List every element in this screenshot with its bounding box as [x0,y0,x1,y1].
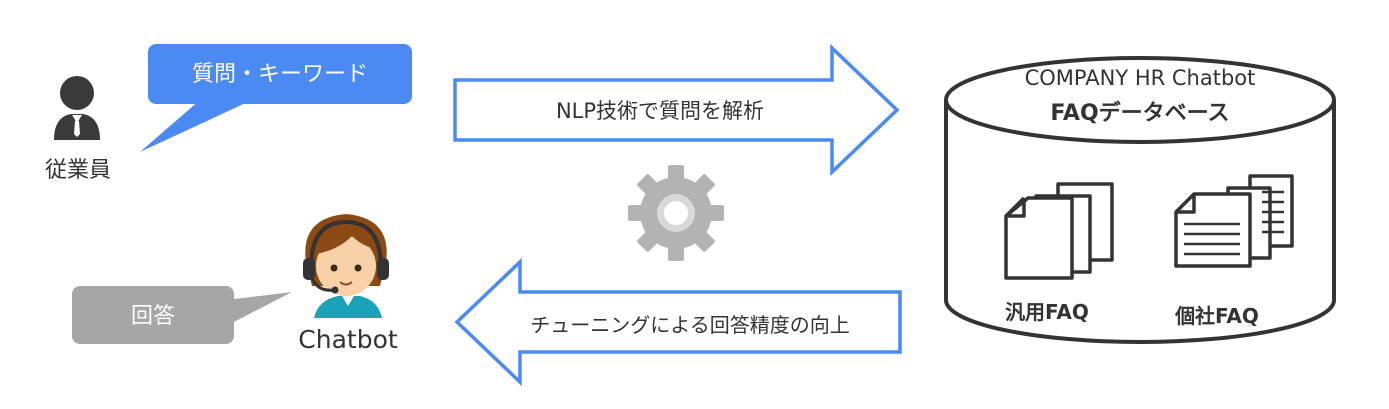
database-title: COMPANY HR Chatbot [1024,66,1256,90]
answer-bubble-text: 回答 [130,304,175,329]
operator-headset-icon [303,214,389,318]
general-faq-label: 汎用FAQ [1005,300,1089,324]
tuning-arrow-shape [454,257,902,387]
blank-documents-icon [1004,182,1114,280]
query-bubble-text: 質問・キーワード [191,62,368,87]
database-subtitle: FAQデータベース [1050,101,1230,126]
answer-bubble-shape [72,286,292,344]
text-documents-icon [1174,174,1294,268]
gear-icon [628,165,724,261]
database-cylinder [944,56,1336,344]
nlp-arrow-shape [453,43,900,177]
person-icon [54,76,100,140]
employee-label: 従業員 [44,158,111,183]
tuning-arrow-label: チューニングによる回答精度の向上 [530,313,850,337]
company-faq-label: 個社FAQ [1175,304,1259,328]
query-bubble-shape [140,44,412,152]
chatbot-label: Chatbot [298,325,398,354]
nlp-arrow-label: NLP技術で質問を解析 [555,99,765,123]
